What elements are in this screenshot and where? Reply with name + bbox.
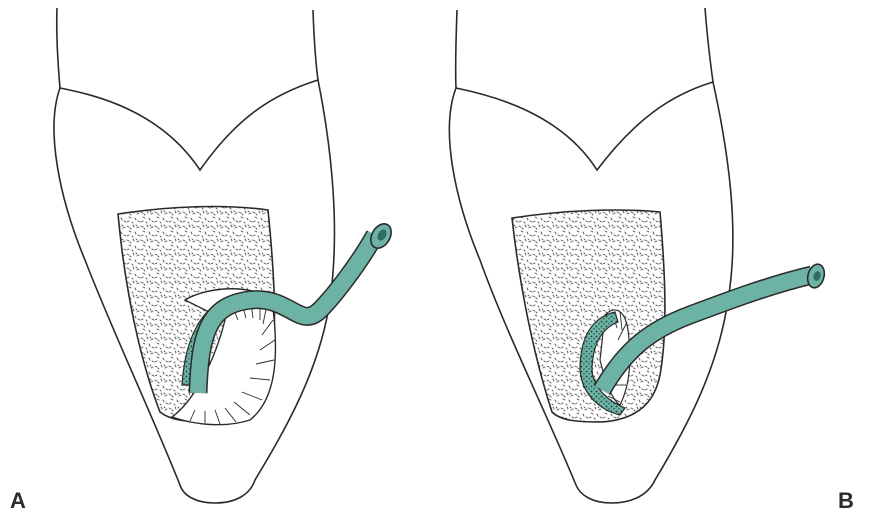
tooth-root-a: [57, 8, 318, 88]
panel-label-a: A: [10, 490, 26, 512]
panel-a: [54, 8, 395, 503]
panel-label-b: B: [838, 490, 854, 512]
panel-b: [449, 8, 826, 503]
tooth-root-b: [456, 8, 713, 88]
